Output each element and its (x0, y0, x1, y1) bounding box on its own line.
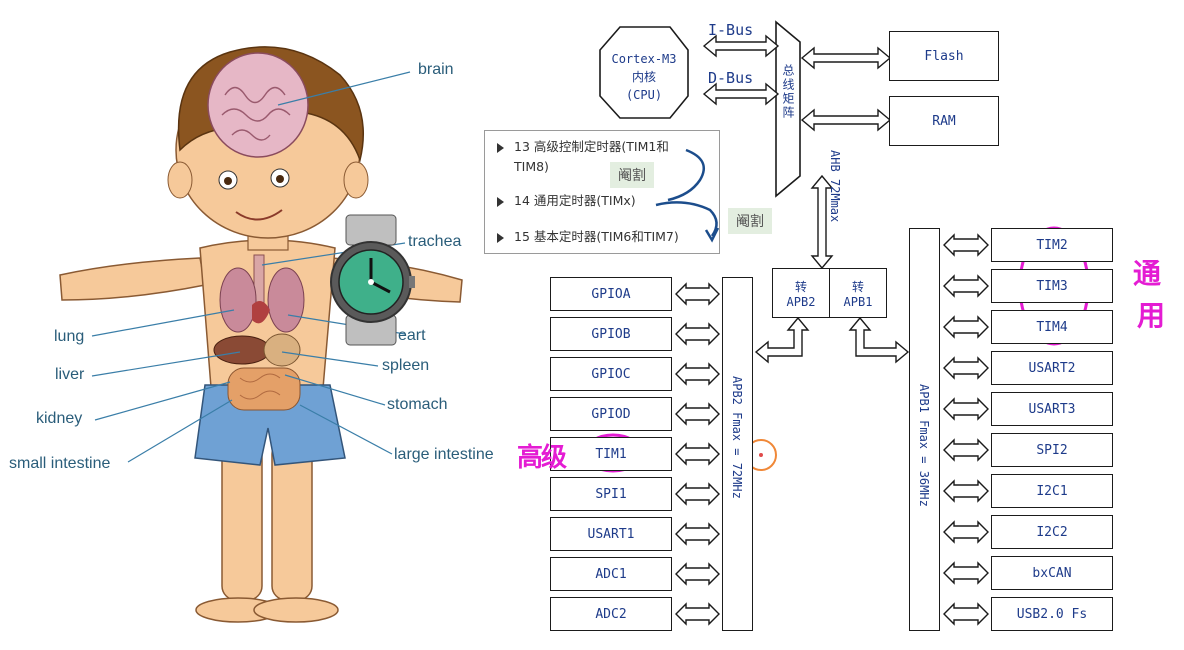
peripheral-tim3: TIM3 (991, 269, 1113, 303)
peripheral-spi1: SPI1 (550, 477, 672, 511)
bridge-apb2-bottom: APB2 (786, 294, 816, 309)
label-spleen: spleen (382, 357, 430, 374)
label-trachea: trachea (408, 233, 462, 250)
peripheral-usb: USB2.0 Fs (991, 597, 1113, 631)
cpu-name: Cortex-M3 (611, 52, 677, 66)
bus-link-arrow (675, 362, 720, 386)
caret-right-icon (497, 232, 504, 243)
label-lung: lung (54, 328, 85, 345)
label-large-intestine: large intestine (394, 446, 494, 463)
bus-link-arrow (943, 233, 989, 257)
label-small-intestine: small intestine (9, 455, 111, 472)
cpu-core-label: 内核 (631, 70, 656, 84)
bus-link-arrow (943, 397, 989, 421)
label-kidney: kidney (36, 410, 83, 427)
peripheral-usart1: USART1 (550, 517, 672, 551)
ibus-label: I-Bus (708, 21, 754, 39)
label-stomach: stomach (387, 396, 448, 413)
bus-link-arrow (943, 356, 989, 380)
annotation-general-2: 用 (1137, 299, 1166, 332)
cpu-core: Cortex-M3 内核 (CPU) (600, 50, 688, 104)
bus-link-arrow (675, 282, 720, 306)
annotation-general-1: 通 (1133, 257, 1162, 290)
peripheral-bxcan: bxCAN (991, 556, 1113, 590)
bus-link-arrow (943, 520, 989, 544)
bus-link-arrow (943, 315, 989, 339)
peripheral-gpioa: GPIOA (550, 277, 672, 311)
toc-item-general-timer[interactable]: 14 通用定时器(TIMx) (497, 191, 636, 211)
annotation-advanced: 高级 (517, 443, 567, 473)
peripheral-adc2: ADC2 (550, 597, 672, 631)
peripheral-gpioc: GPIOC (550, 357, 672, 391)
peripheral-usart2: USART2 (991, 351, 1113, 385)
bridge-apb1: 转 APB1 (829, 268, 887, 318)
bus-link-arrow (943, 274, 989, 298)
peripheral-tim1: TIM1 (550, 437, 672, 471)
bridge-apb1-top: 转 (851, 279, 864, 294)
bus-link-arrow (675, 562, 720, 586)
toc-item-advanced-timer[interactable]: 13 高级控制定时器(TIM1和 TIM8) (497, 137, 669, 177)
bus-link-arrow (675, 442, 720, 466)
caret-right-icon (497, 196, 504, 207)
bus-link-arrow (675, 402, 720, 426)
toc-item-text: 15 基本定时器(TIM6和TIM7) (514, 229, 679, 244)
bus-link-arrow (675, 482, 720, 506)
apb2-bus-label: APB2 Fmax = 72MHz (730, 376, 744, 499)
bus-link-arrow (943, 479, 989, 503)
apb1-bus-bar (909, 228, 940, 631)
peripheral-usart3: USART3 (991, 392, 1113, 426)
bus-link-arrow (943, 561, 989, 585)
toc-item-text: 14 通用定时器(TIMx) (514, 193, 636, 208)
toc-item-text: 13 高级控制定时器(TIM1和 (514, 139, 669, 154)
toc-item-text: TIM8) (514, 159, 549, 174)
bus-link-arrow (943, 438, 989, 462)
cpu-abbr: (CPU) (625, 88, 663, 102)
apb1-bus-label: APB1 Fmax = 36MHz (917, 384, 931, 507)
toc-panel: 13 高级控制定时器(TIM1和 TIM8) 14 通用定时器(TIMx) 15… (484, 130, 720, 254)
bridge-apb2: 转 APB2 (772, 268, 830, 318)
dbus-label: D-Bus (708, 69, 754, 87)
label-heart: eart (398, 327, 426, 344)
bridge-apb2-top: 转 (794, 279, 807, 294)
toc-item-basic-timer[interactable]: 15 基本定时器(TIM6和TIM7) (497, 227, 679, 247)
peripheral-gpiob: GPIOB (550, 317, 672, 351)
bus-link-arrow (943, 602, 989, 626)
ahb-label: AHB 72Mmax (828, 150, 842, 223)
cut-tag: 阉割 (728, 208, 772, 234)
peripheral-adc1: ADC1 (550, 557, 672, 591)
peripheral-i2c2: I2C2 (991, 515, 1113, 549)
bus-link-arrow (675, 522, 720, 546)
peripheral-tim2: TIM2 (991, 228, 1113, 262)
peripheral-spi2: SPI2 (991, 433, 1113, 467)
bus-link-arrow (675, 602, 720, 626)
peripheral-tim4: TIM4 (991, 310, 1113, 344)
peripheral-i2c1: I2C1 (991, 474, 1113, 508)
bus-matrix-label: 总线矩阵 (781, 64, 795, 120)
flash-block: Flash (889, 31, 999, 81)
bridge-apb1-bottom: APB1 (843, 294, 873, 309)
cut-tag: 阉割 (610, 162, 654, 188)
ram-block: RAM (889, 96, 999, 146)
bus-link-arrow (675, 322, 720, 346)
label-liver: liver (55, 366, 85, 383)
watch-icon (330, 214, 415, 346)
peripheral-gpiod: GPIOD (550, 397, 672, 431)
label-brain: brain (418, 61, 454, 78)
caret-right-icon (497, 142, 504, 153)
apb2-bus-bar (722, 277, 753, 631)
